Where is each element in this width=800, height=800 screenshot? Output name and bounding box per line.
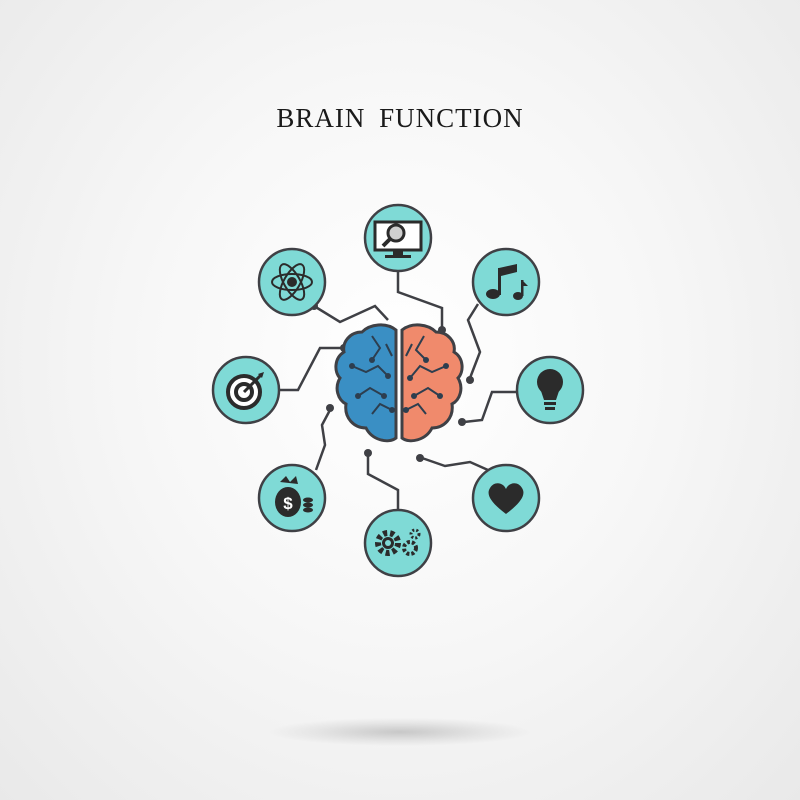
connector-line <box>314 409 332 471</box>
connector-line <box>280 346 342 392</box>
connector-line <box>466 303 482 379</box>
lightbulb-icon <box>537 369 563 410</box>
node-gears <box>363 508 433 578</box>
left-hemisphere <box>334 323 398 443</box>
connector-line <box>396 268 444 328</box>
node-target <box>211 355 281 425</box>
floor-shadow <box>270 718 530 746</box>
connector-line <box>313 304 389 324</box>
connector-line <box>366 455 400 510</box>
page-title: BRAIN FUNCTION <box>276 103 524 133</box>
node-atom <box>257 247 327 317</box>
node-monitor <box>363 203 433 273</box>
connector-line <box>463 390 518 424</box>
monitor-magnifier-icon <box>373 220 423 258</box>
connector-line <box>421 456 489 472</box>
node-lightbulb <box>515 355 585 425</box>
gears-icon <box>375 528 421 556</box>
svg-text:$: $ <box>283 494 293 513</box>
node-music <box>471 247 541 317</box>
money-bag-icon: $ <box>275 476 313 517</box>
right-hemisphere <box>400 323 464 443</box>
connector-dot <box>326 404 334 412</box>
heart-icon <box>488 483 524 514</box>
node-circle <box>471 247 541 317</box>
connector-dot <box>466 376 474 384</box>
connector-lines <box>280 268 518 510</box>
connector-dot <box>364 449 372 457</box>
brain-icon <box>334 323 464 443</box>
atom-icon <box>271 263 313 301</box>
brain-circuit-dots <box>349 357 449 413</box>
connector-dot <box>458 418 466 426</box>
music-note-icon <box>486 264 528 300</box>
node-money: $ <box>257 463 327 533</box>
brain-circuit-lines <box>351 335 447 415</box>
node-heart <box>471 463 541 533</box>
connector-dot <box>416 454 424 462</box>
target-icon <box>226 372 264 410</box>
